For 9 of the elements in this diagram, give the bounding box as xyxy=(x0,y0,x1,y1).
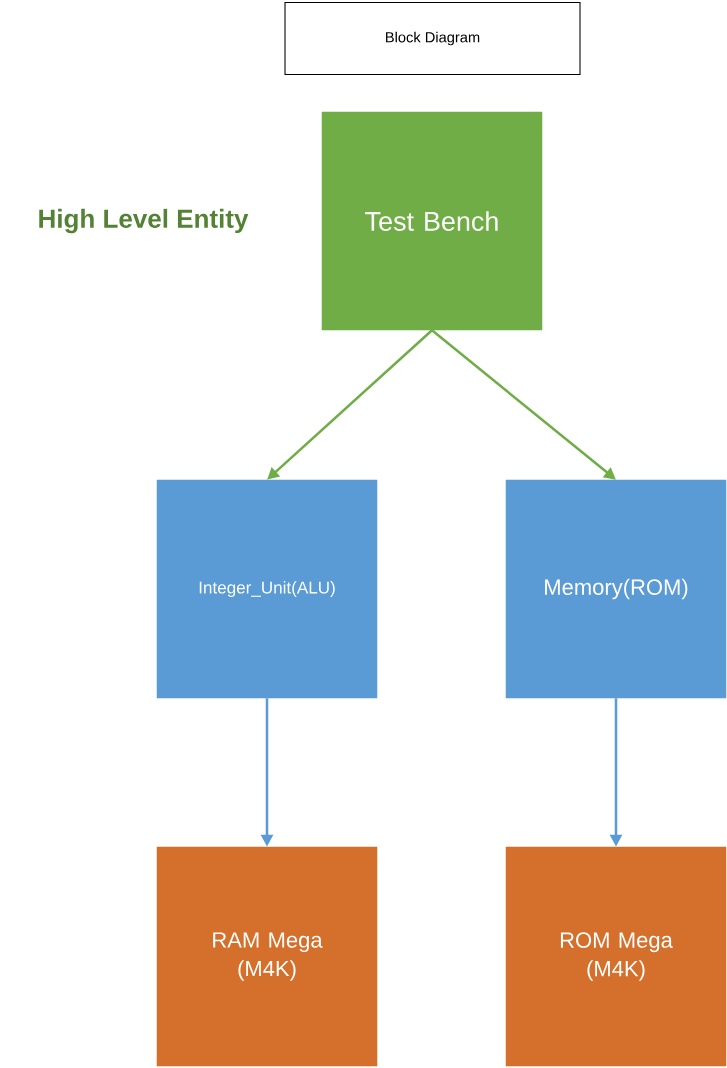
block-box: RAM Mega (M4K) xyxy=(156,846,378,1067)
block-box: Memory(ROM) xyxy=(505,479,727,699)
arrow xyxy=(267,329,433,480)
block-box: ROM Mega (M4K) xyxy=(505,846,727,1067)
arrow xyxy=(431,329,616,480)
block-box: Integer_Unit(ALU) xyxy=(156,479,378,699)
block-box: Test Bench xyxy=(321,111,543,331)
entity-label: High Level Entity xyxy=(39,208,249,234)
title-box: Block Diagram xyxy=(284,2,581,76)
